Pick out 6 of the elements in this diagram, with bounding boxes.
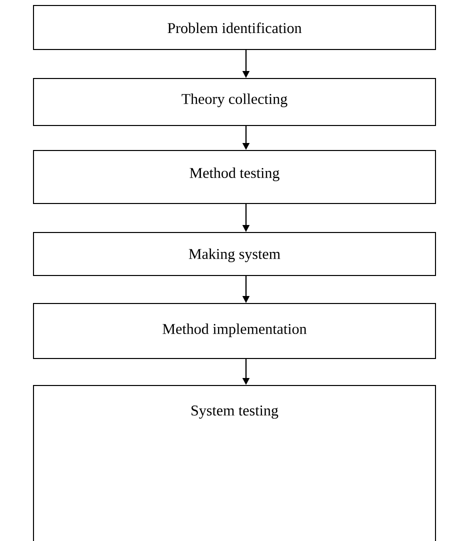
process-box: Problem identification bbox=[33, 5, 436, 50]
process-box: Method implementation bbox=[33, 303, 436, 359]
process-box: Method testing bbox=[33, 150, 436, 204]
process-box: System testing bbox=[33, 385, 436, 541]
process-box: Theory collecting bbox=[33, 78, 436, 126]
process-box: Making system bbox=[33, 232, 436, 276]
